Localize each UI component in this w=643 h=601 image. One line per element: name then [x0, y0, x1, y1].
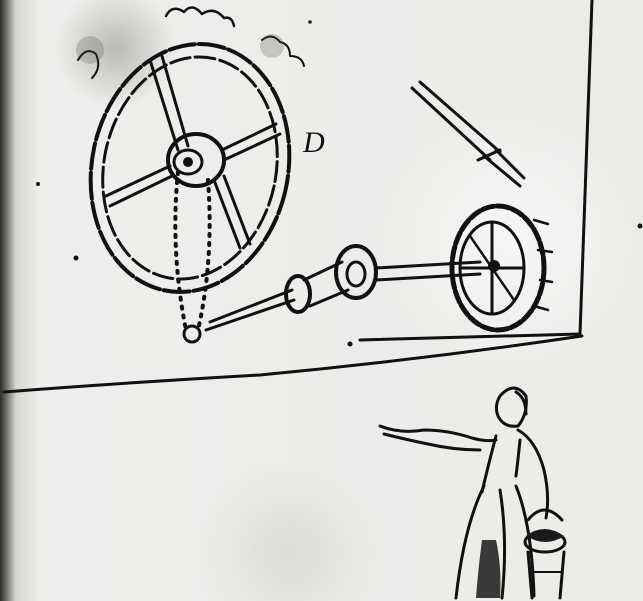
large-wheel — [88, 42, 292, 294]
crank-shaft — [204, 244, 482, 332]
lever-arm — [410, 80, 526, 188]
drawing-label-d: D — [303, 126, 325, 159]
drive-belt — [173, 170, 212, 344]
frame-lines — [2, 0, 594, 394]
woman-figure — [378, 386, 567, 600]
foliage-sketch — [76, 6, 305, 79]
ink-specks — [36, 20, 643, 347]
small-gear-wheel — [449, 203, 554, 333]
